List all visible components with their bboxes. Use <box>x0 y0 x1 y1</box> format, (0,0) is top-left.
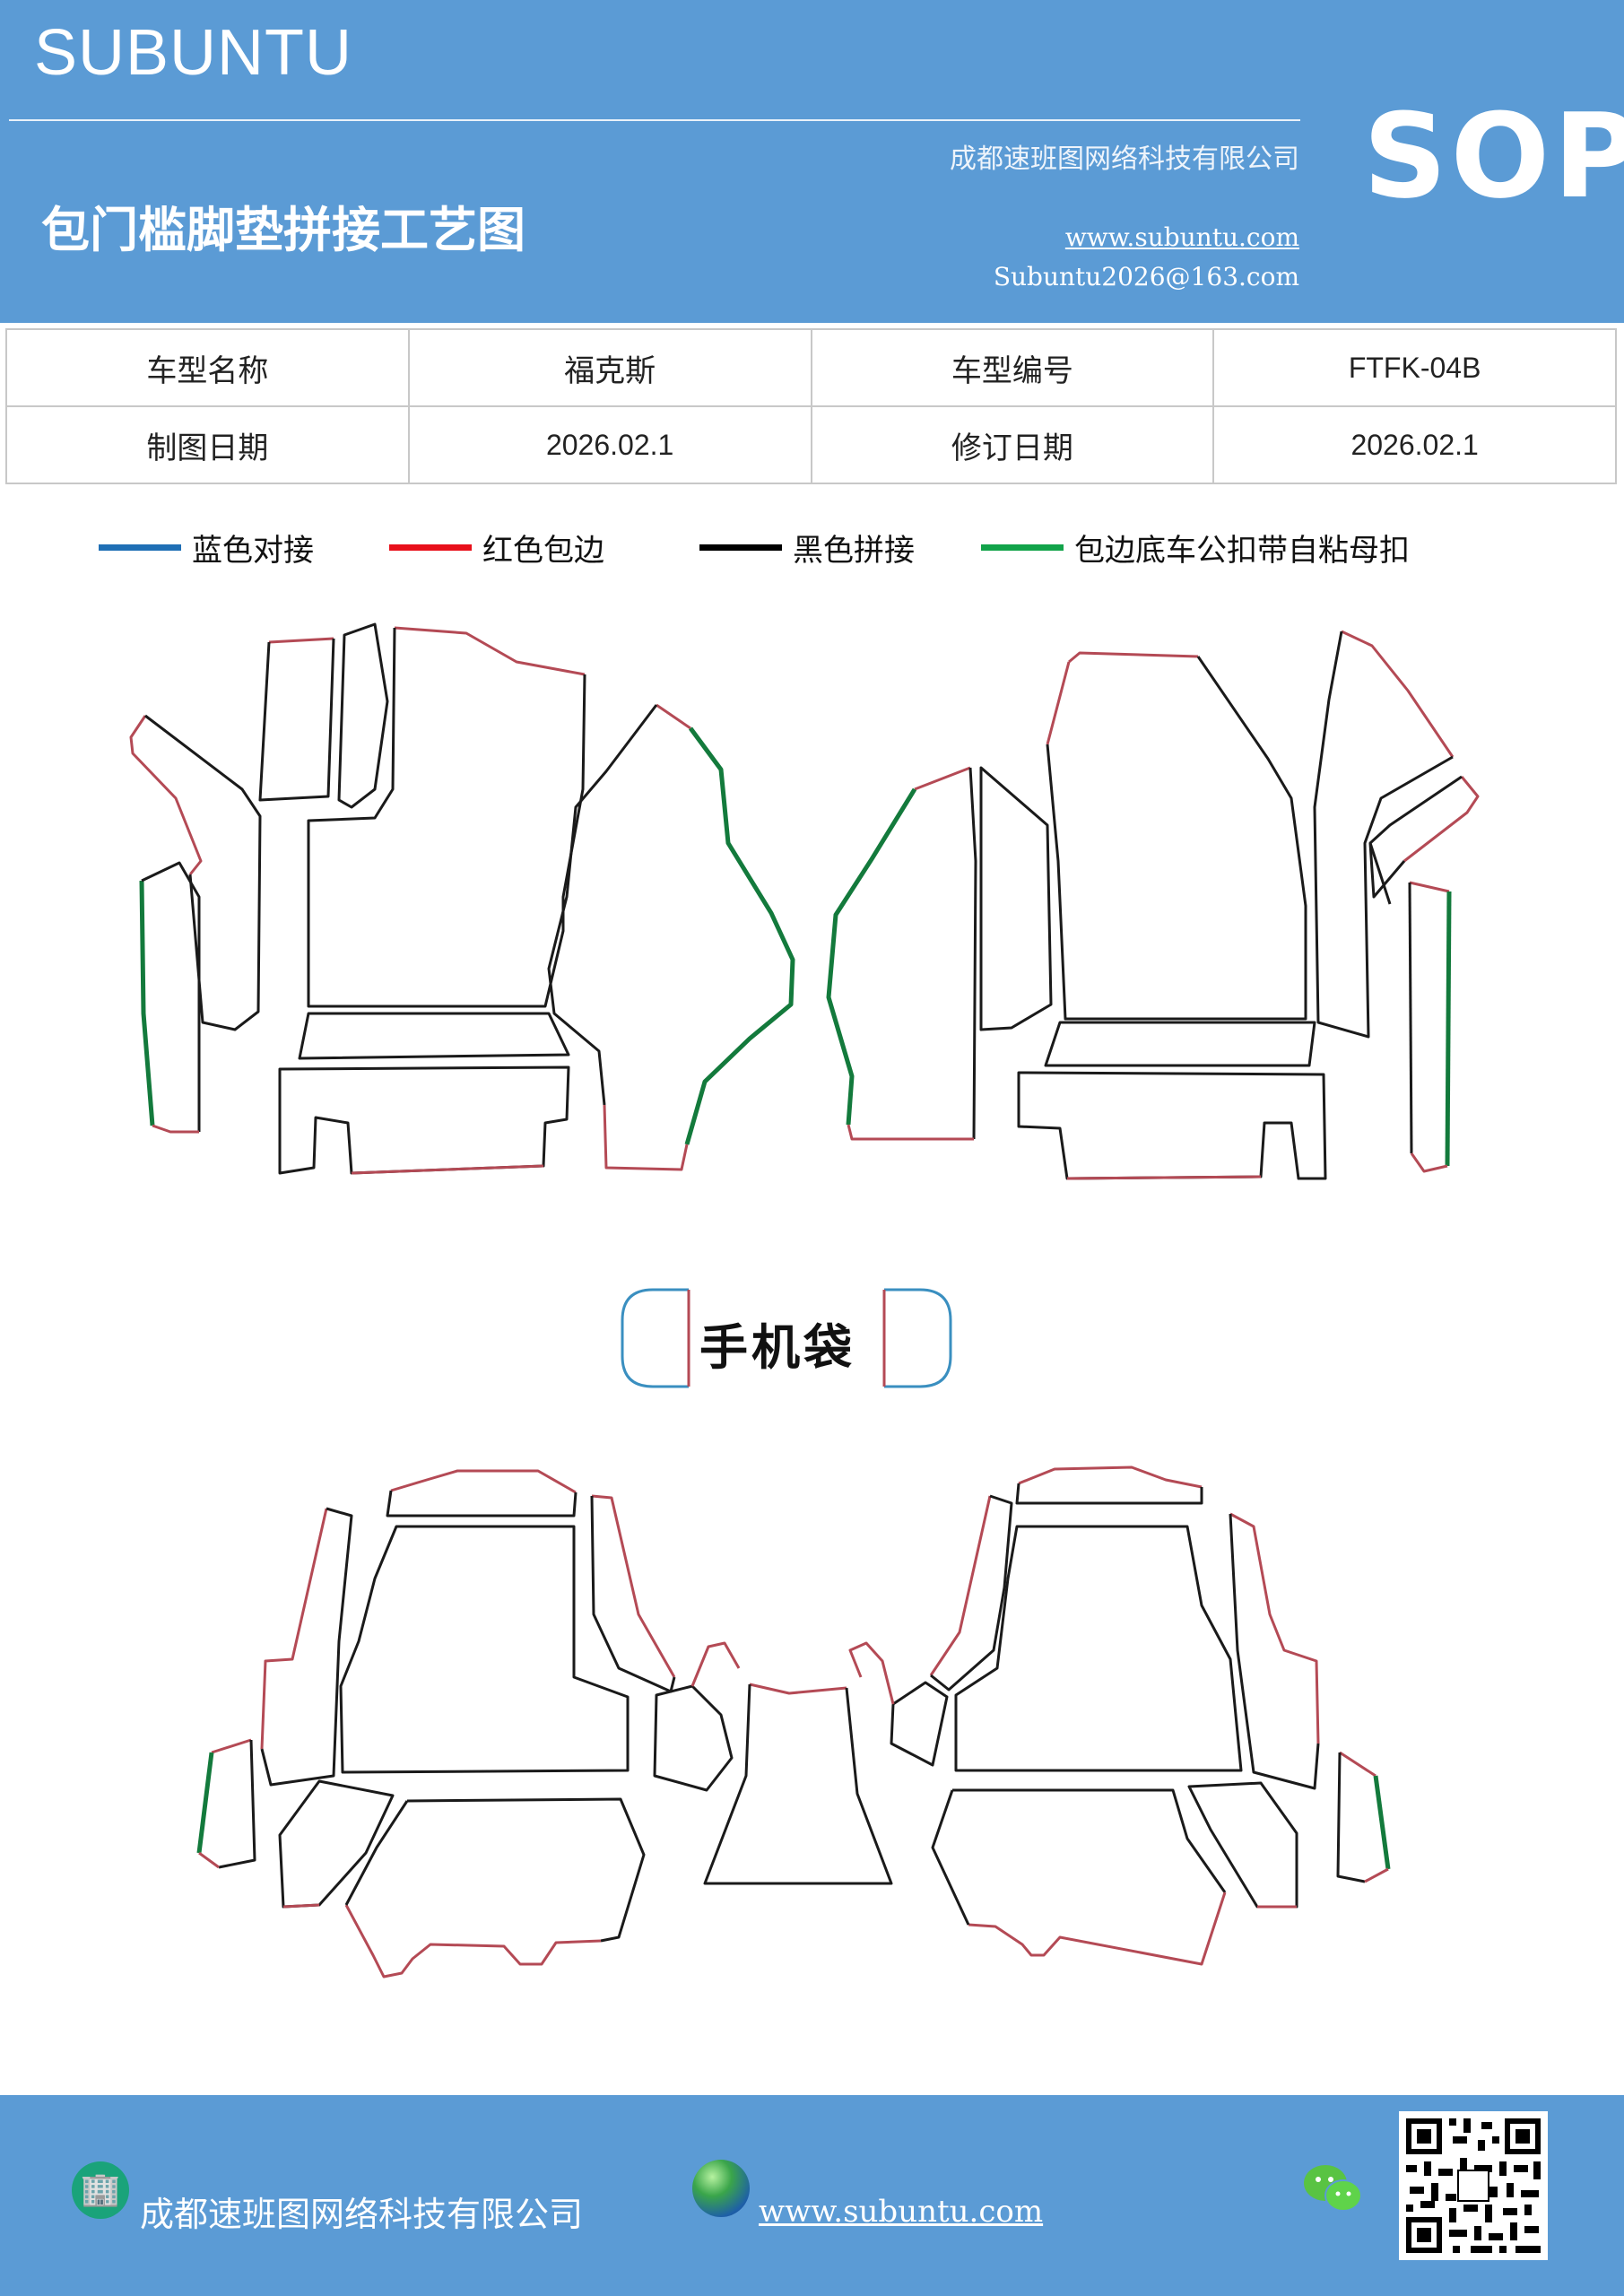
footer-website-link[interactable]: www.subuntu.com <box>759 2194 1044 2230</box>
company-name: 成都速班图网络科技有限公司 <box>950 144 1299 175</box>
legend-item-blue: 蓝色对接 <box>99 529 314 569</box>
document-title: 包门槛脚垫拼接工艺图 <box>41 201 525 258</box>
phone-bag-pieces <box>621 1288 952 1388</box>
footer-company-name: 成都速班图网络科技有限公司 <box>140 2195 584 2234</box>
email-address: Subuntu2026@163.com <box>993 262 1299 291</box>
legend-label: 红色包边 <box>482 532 604 569</box>
header-banner <box>0 0 1624 323</box>
wechat-icon[interactable] <box>1300 2161 1365 2215</box>
legend-label: 包边底车公扣带自粘母扣 <box>1074 532 1410 569</box>
phone-bag-label: 手机袋 <box>699 1319 855 1376</box>
legend-swatch-blue <box>99 544 181 551</box>
table-row: 制图日期 2026.02.1 修订日期 2026.02.1 <box>5 405 1617 484</box>
legend-swatch-black <box>699 544 782 551</box>
vehicle-info-table: 车型名称 福克斯 车型编号 FTFK-04B 制图日期 2026.02.1 修订… <box>5 328 1617 484</box>
legend-label: 黑色拼接 <box>793 532 915 569</box>
legend-item-red: 红色包边 <box>389 529 604 569</box>
legend-swatch-green <box>981 544 1064 551</box>
qr-code[interactable] <box>1399 2111 1548 2260</box>
drawing-date-value: 2026.02.1 <box>407 405 812 484</box>
front-right-panels <box>826 630 1480 1180</box>
table-row: 车型名称 福克斯 车型编号 FTFK-04B <box>5 328 1617 407</box>
sop-badge: SOP <box>1363 88 1624 224</box>
model-name-label: 车型名称 <box>5 328 410 407</box>
drawing-date-label: 制图日期 <box>5 405 410 484</box>
legend-label: 蓝色对接 <box>192 532 314 569</box>
rear-left-panels <box>196 1469 741 1979</box>
legend-item-green: 包边底车公扣带自粘母扣 <box>981 529 1410 569</box>
revision-date-label: 修订日期 <box>810 405 1215 484</box>
model-code-value: FTFK-04B <box>1212 328 1617 407</box>
front-left-panels <box>129 622 795 1175</box>
globe-icon <box>692 2160 750 2217</box>
model-name-value: 福克斯 <box>407 328 812 407</box>
building-icon: 🏢 <box>72 2161 129 2219</box>
legend-swatch-red <box>389 544 472 551</box>
model-code-label: 车型编号 <box>810 328 1215 407</box>
header-divider <box>9 119 1300 121</box>
rear-right-panels <box>848 1465 1391 1966</box>
website-link[interactable]: www.subuntu.com <box>1064 222 1299 252</box>
rear-center-panel <box>703 1683 893 1885</box>
revision-date-value: 2026.02.1 <box>1212 405 1617 484</box>
legend-item-black: 黑色拼接 <box>699 529 915 569</box>
brand-logo: SUBUNTU <box>34 17 353 89</box>
